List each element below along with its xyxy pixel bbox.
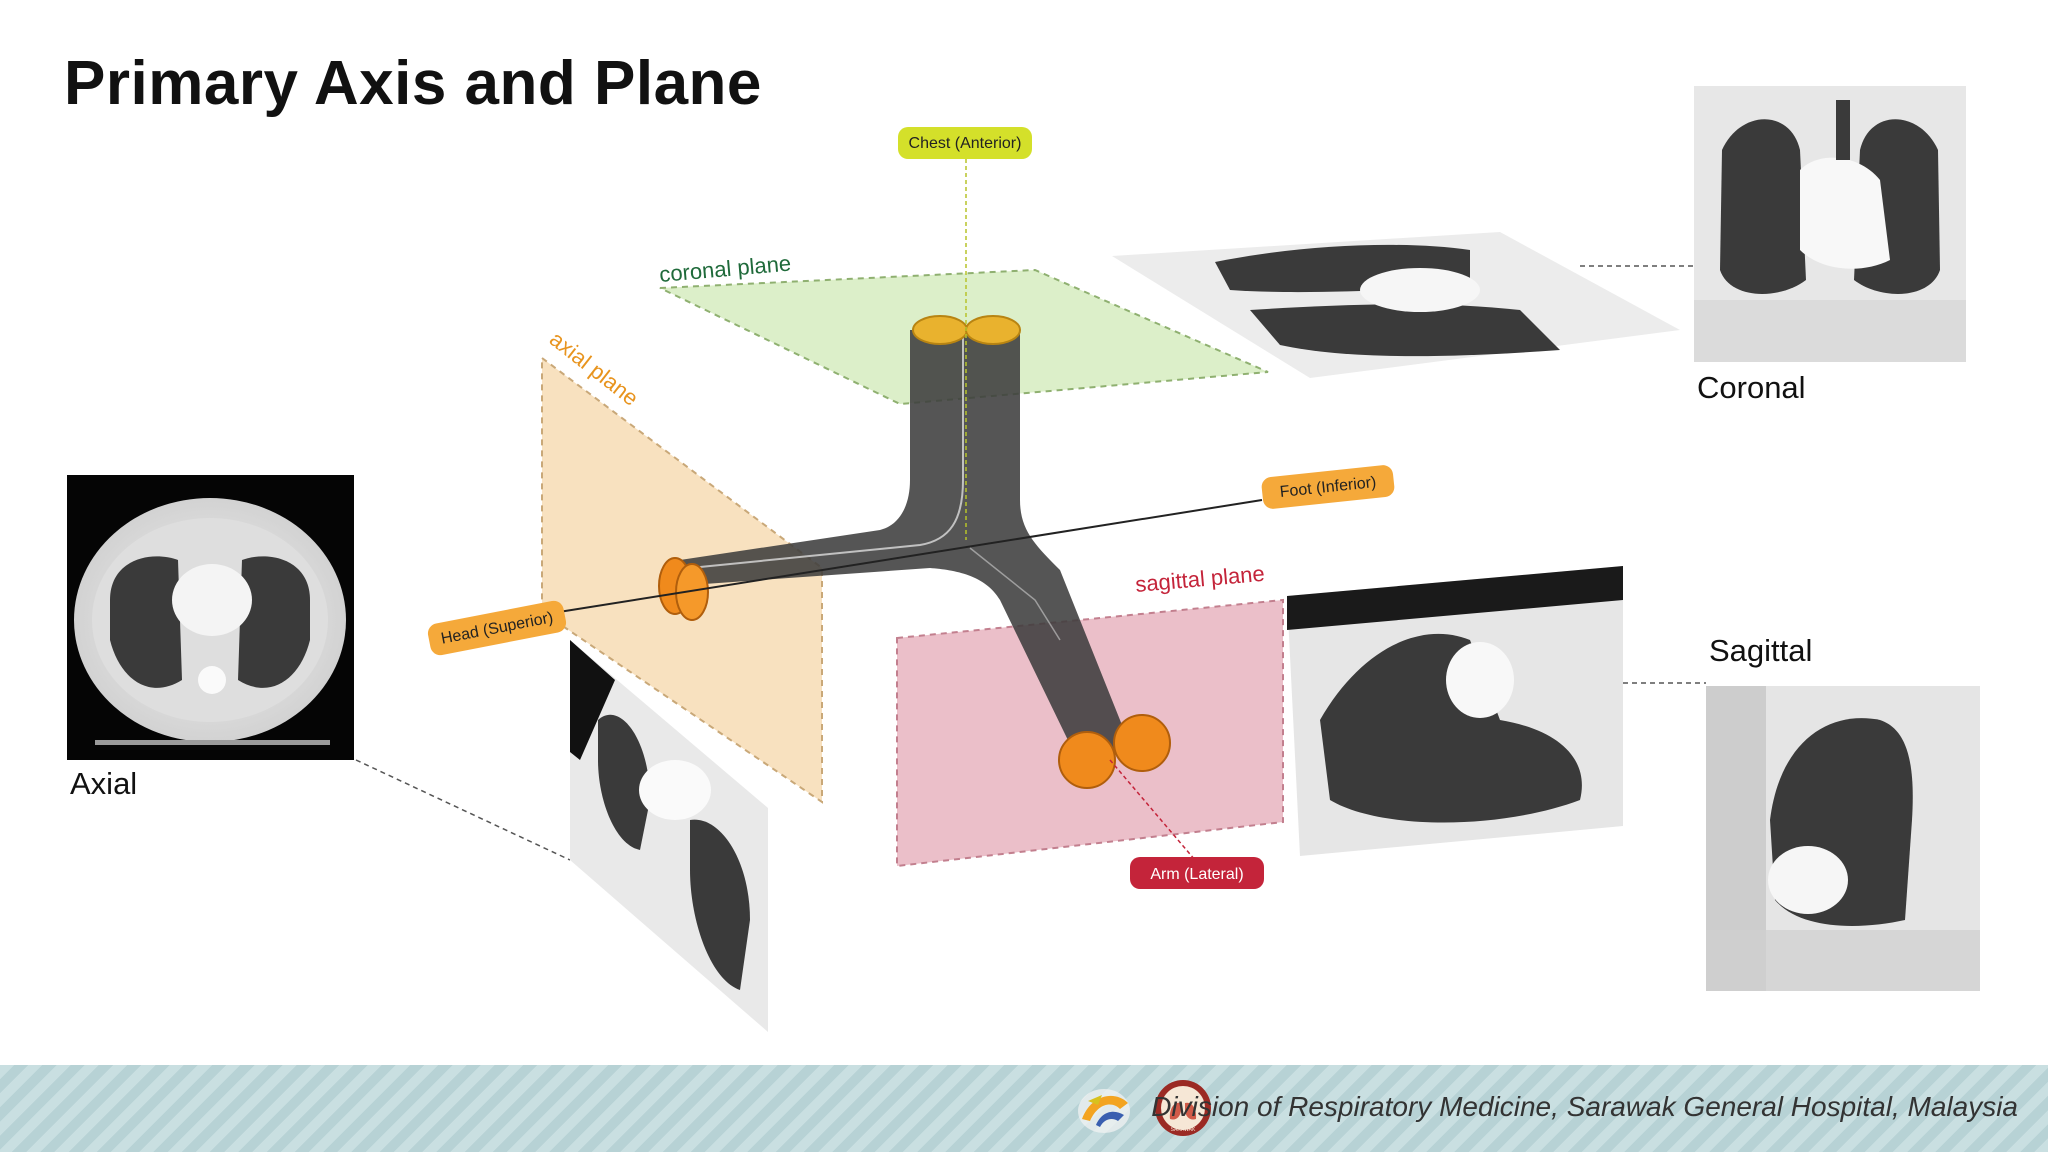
department-logo-icon bbox=[1072, 1081, 1136, 1137]
sagittal-caption: Sagittal bbox=[1709, 633, 1812, 669]
footer-bar: SARAWAK Division of Respiratory Medicine… bbox=[0, 1065, 2048, 1152]
axial-caption: Axial bbox=[70, 766, 137, 802]
inferior-label: Foot (Inferior) bbox=[1261, 464, 1396, 510]
ct-sagittal-image bbox=[1706, 686, 1980, 991]
sagittal-plane-label: sagittal plane bbox=[1134, 561, 1265, 597]
superior-label: Head (Superior) bbox=[426, 599, 568, 657]
ct-coronal-image bbox=[1694, 86, 1966, 362]
coronal-plane-label: coronal plane bbox=[658, 251, 792, 287]
lateral-label: Arm (Lateral) bbox=[1130, 857, 1264, 889]
ct-sagittal-oblique-image bbox=[1287, 566, 1623, 856]
anterior-label-text: Chest (Anterior) bbox=[909, 135, 1022, 152]
coronal-caption: Coronal bbox=[1697, 370, 1806, 406]
footer-text: Division of Respiratory Medicine, Sarawa… bbox=[1151, 1091, 2018, 1123]
anatomy-diagram: coronal plane axial plane sagittal plane bbox=[0, 0, 2048, 1065]
ct-axial-image bbox=[67, 475, 354, 760]
logo-text: SARAWAK bbox=[1171, 1127, 1196, 1133]
anterior-label: Chest (Anterior) bbox=[898, 127, 1032, 159]
lateral-label-text: Arm (Lateral) bbox=[1150, 866, 1243, 883]
